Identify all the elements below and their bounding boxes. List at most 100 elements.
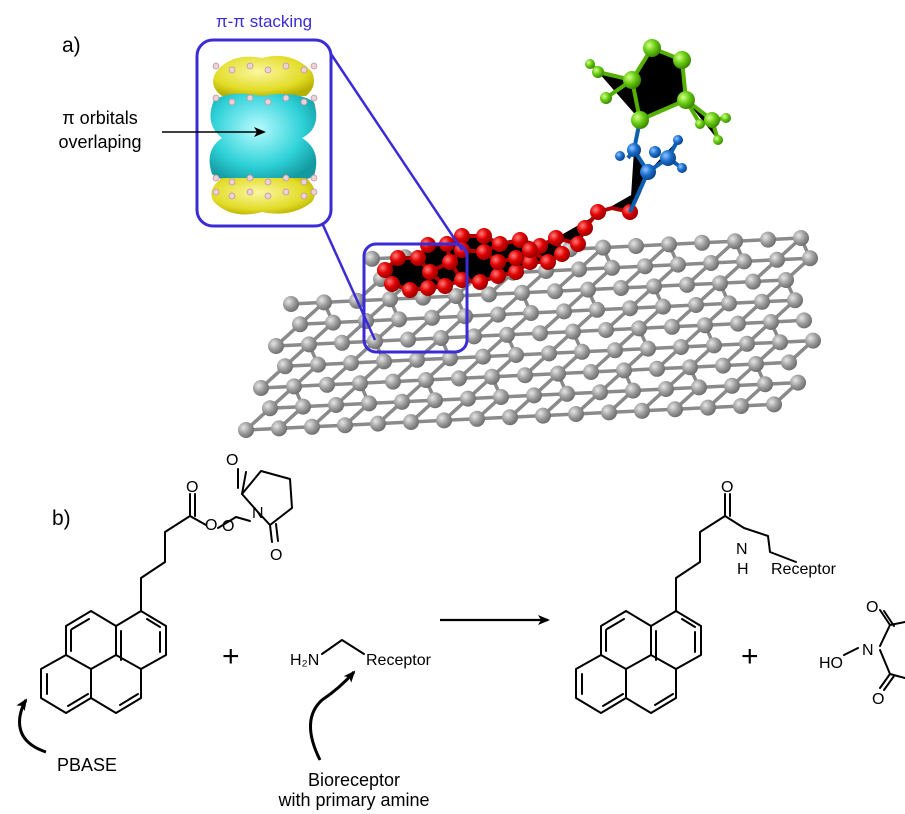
graphene-atom (613, 280, 629, 296)
graphene-atom (583, 364, 599, 380)
graphene-atom (628, 238, 644, 254)
graphene-atom (304, 418, 320, 435)
graphene-atom (607, 342, 623, 359)
pi-stacking-inset: π-π stacking (195, 12, 333, 228)
graphene-atom (508, 347, 524, 363)
graphene-atom (778, 272, 794, 288)
graphene-atom (382, 291, 398, 308)
graphene-atom (796, 312, 812, 329)
graphene-atom (535, 407, 551, 424)
nhs-lower-oxygen: O (270, 547, 282, 564)
graphene-atom (352, 375, 368, 392)
graphene-atom (295, 398, 311, 415)
graphene-atom (688, 297, 704, 313)
bioreceptor-label-line1: Bioreceptor (308, 770, 400, 790)
graphene-atom (424, 309, 440, 326)
nhs-ring (241, 470, 293, 543)
graphene-atom (748, 356, 764, 372)
graphene-atom (739, 335, 755, 352)
nhs-byproduct-o-bottom: O (872, 691, 884, 708)
graphene-atom (367, 333, 383, 350)
graphene-atom (736, 253, 752, 270)
graphene-atom (523, 305, 539, 321)
hydrogen-atom (310, 188, 318, 196)
nhs-byproduct-o-top: O (866, 599, 878, 616)
graphene-atom (253, 380, 269, 396)
graphene-atom (766, 396, 782, 413)
graphene-atom (691, 379, 707, 396)
orbital-lobes (209, 55, 317, 215)
hydrogen-atom (282, 174, 290, 182)
hydrogen-atom (264, 98, 272, 106)
graphene-atom (658, 381, 674, 397)
plus-sign-1: + (222, 640, 240, 673)
graphene-atom (409, 351, 425, 368)
graphene-atom (715, 357, 731, 374)
pbase-double-bonds (46, 618, 161, 707)
graphene-atom (238, 422, 254, 438)
graphene-atom (448, 288, 464, 304)
graphene-atom (490, 306, 506, 323)
hydrogen-atom (264, 178, 272, 186)
pbase-carbonyl-oxygen: O (186, 479, 198, 496)
graphene-atom (760, 231, 776, 248)
product-receptor: Receptor (771, 561, 837, 578)
graphene-atom (592, 384, 608, 401)
plus-sign-2: + (741, 640, 759, 673)
graphene-atom (457, 308, 473, 325)
graphene-atom (616, 362, 632, 379)
graphene-atom (328, 397, 344, 413)
graphene-atom (319, 376, 335, 393)
graphene-atom (385, 373, 401, 390)
graphene-atom (655, 298, 671, 315)
graphene-atom (361, 395, 377, 412)
graphene-atom (469, 410, 485, 427)
product-amide-h: H (737, 561, 749, 578)
graphene-atom (673, 339, 689, 355)
hydrogen-atom (212, 94, 220, 102)
pbase-ester-oxygen: O (205, 517, 217, 534)
hydrogen-atoms (212, 62, 318, 200)
nhs-byproduct-n: N (862, 642, 874, 659)
graphene-atom (781, 354, 797, 371)
graphene-atom (460, 390, 476, 407)
graphene-atom (571, 261, 587, 278)
hydrogen-atom (310, 62, 318, 70)
graphene-atom (601, 404, 617, 421)
hydrogen-atom (264, 66, 272, 74)
graphene-atom (646, 278, 662, 295)
hydrogen-atom (282, 94, 290, 102)
nhs-ring-nitrogen: N (252, 505, 264, 522)
graphene-atom (568, 406, 584, 422)
graphene-atom (574, 343, 590, 360)
product-structure (575, 493, 797, 714)
graphene-atom (484, 368, 500, 385)
graphene-atom (637, 258, 653, 275)
graphene-atom (649, 360, 665, 377)
stacking-highlight-box (362, 242, 469, 354)
graphene-atom (670, 256, 686, 273)
graphene-atom (262, 400, 278, 417)
graphene-atom (721, 295, 737, 312)
graphene-atom (277, 358, 293, 375)
graphene-atom (580, 281, 596, 298)
hydrogen-atom (212, 62, 220, 70)
graphene-atom (730, 315, 746, 332)
graphene-atom (526, 387, 542, 404)
product-pyrene-core (575, 610, 702, 714)
graphene-atom (634, 402, 650, 419)
hydrogen-atom (300, 66, 308, 74)
graphene-atom (757, 376, 773, 393)
product-carbonyl-oxygen: O (721, 479, 733, 496)
graphene-atom (790, 374, 806, 391)
hydrogen-atom (300, 178, 308, 186)
pbase-ester-link (217, 516, 251, 529)
graphene-atom (598, 322, 614, 338)
graphene-atom (604, 259, 620, 276)
graphene-atom (661, 236, 677, 253)
graphene-atom (550, 365, 566, 382)
graphene-atom (745, 273, 761, 290)
graphene-atom (664, 318, 680, 335)
nhs-byproduct-bonds (843, 609, 905, 691)
